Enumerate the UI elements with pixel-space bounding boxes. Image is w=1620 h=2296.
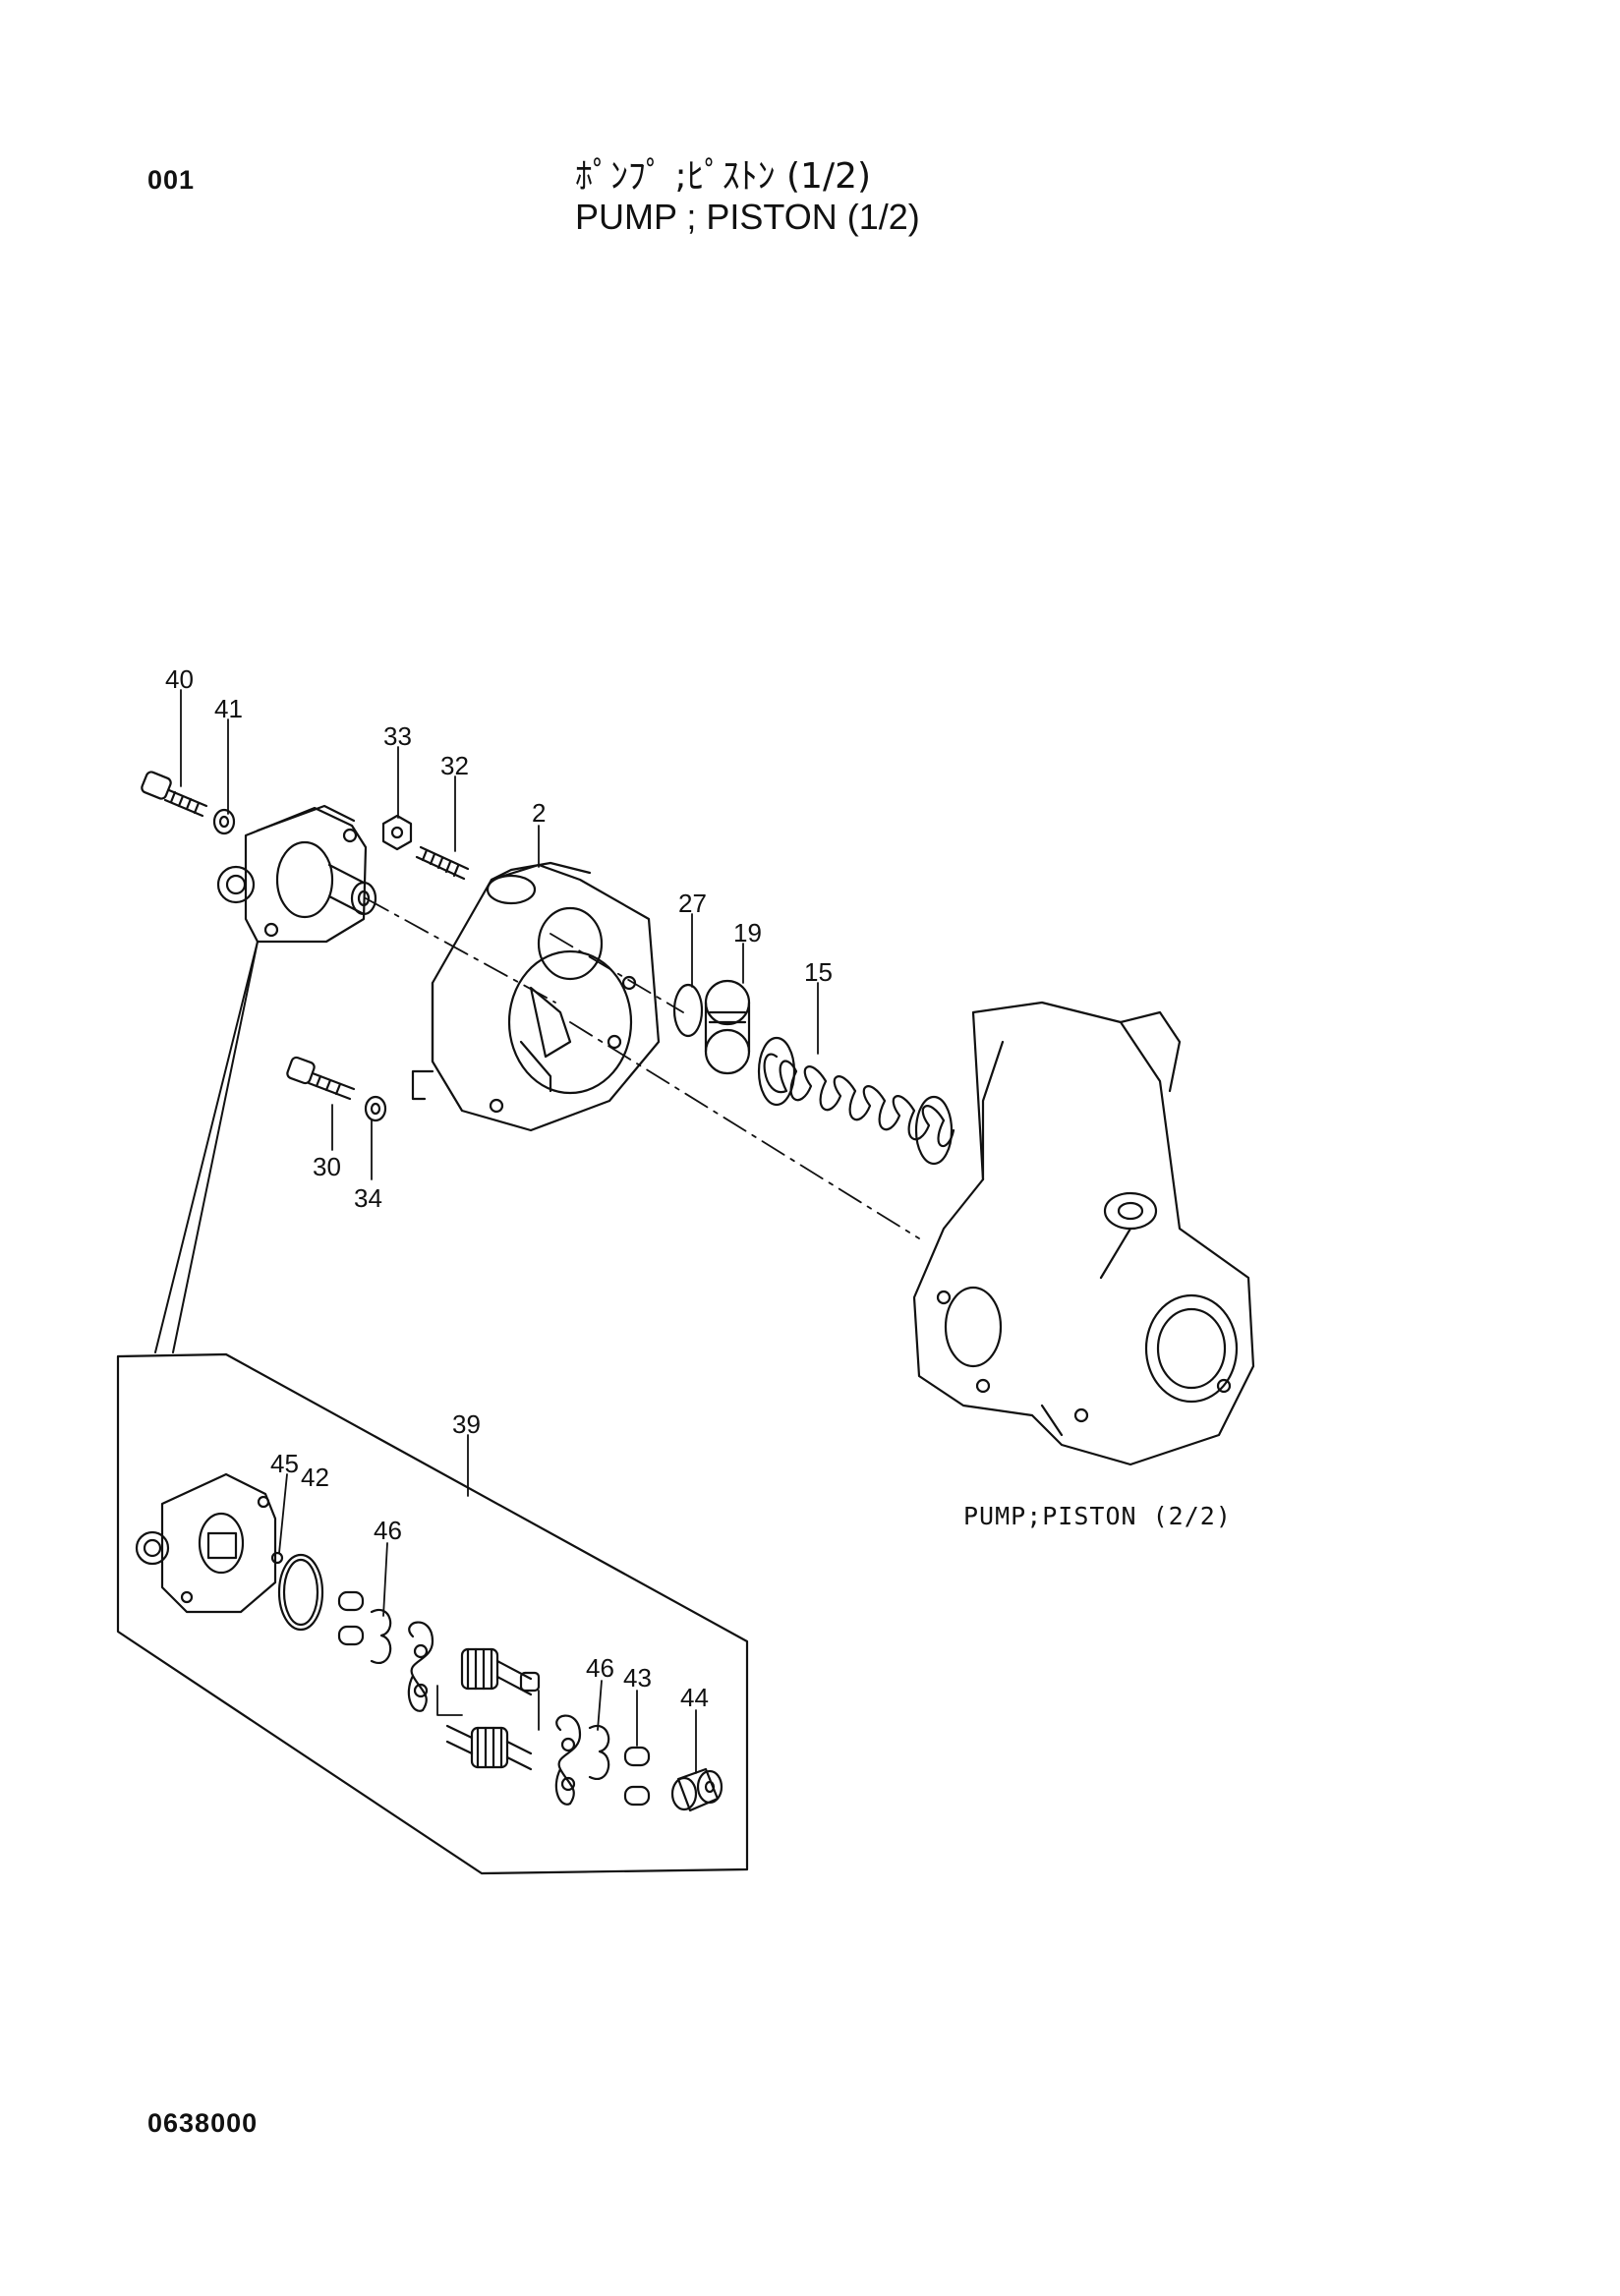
part-2-casing[interactable] <box>411 861 661 1132</box>
title-japanese: ﾎﾟﾝﾌﾟ ;ﾋﾟｽﾄﾝ (1/2) <box>575 156 872 197</box>
part-46-snap-ring-left[interactable] <box>370 1608 392 1664</box>
pump-body[interactable] <box>912 1001 1255 1466</box>
pump-piston-reference-label: PUMP;PISTON (2/2) <box>963 1502 1232 1530</box>
part-15-spring[interactable] <box>757 1036 955 1166</box>
callout-34: 34 <box>354 1183 382 1213</box>
gear-plate-left[interactable] <box>407 1621 434 1712</box>
part-43-bushings-right[interactable] <box>623 1746 651 1807</box>
callout-42: 42 <box>301 1463 329 1492</box>
title-english: PUMP ; PISTON (1/2) <box>575 197 920 237</box>
part-39-cover-assembly[interactable] <box>216 804 377 944</box>
gear-upper[interactable] <box>460 1647 541 1696</box>
callout-40: 40 <box>165 664 194 694</box>
part-30-bolt[interactable] <box>286 1056 356 1101</box>
callout-27: 27 <box>678 889 707 918</box>
callout-46-right: 46 <box>586 1653 614 1683</box>
callout-15: 15 <box>804 957 833 987</box>
callout-44: 44 <box>680 1683 709 1712</box>
part-45-pin[interactable] <box>270 1551 284 1565</box>
callout-19: 19 <box>733 918 762 947</box>
part-41-washer[interactable] <box>212 808 236 835</box>
part-40-bolt[interactable] <box>141 771 208 818</box>
part-19-piston[interactable] <box>704 979 751 1075</box>
callout-46-left: 46 <box>374 1516 402 1545</box>
detail-bracket-lines <box>154 941 259 1353</box>
assembly-39-box <box>116 1352 749 1875</box>
part-33-nut[interactable] <box>381 814 413 851</box>
callout-45: 45 <box>270 1449 299 1478</box>
callout-2: 2 <box>532 798 546 828</box>
gear-lower[interactable] <box>445 1724 533 1771</box>
callout-32: 32 <box>440 751 469 780</box>
gear-plate-right[interactable] <box>554 1714 582 1806</box>
box-cover-plate[interactable] <box>135 1472 277 1614</box>
part-44-cap[interactable] <box>670 1767 723 1812</box>
page-code: 001 <box>147 165 196 195</box>
box-hidden-lines <box>436 1685 540 1731</box>
callout-33: 33 <box>383 721 412 751</box>
assembly-center-lines <box>365 897 920 1239</box>
part-42-o-ring[interactable] <box>277 1553 324 1632</box>
drawing-number: 0638000 <box>147 2108 259 2138</box>
part-46-snap-ring-right[interactable] <box>588 1724 610 1780</box>
callout-41: 41 <box>214 694 243 723</box>
callout-43: 43 <box>623 1663 652 1693</box>
part-46-bushings-left[interactable] <box>337 1590 365 1646</box>
part-32-screw[interactable] <box>415 845 470 881</box>
part-27-o-ring[interactable] <box>672 983 704 1038</box>
callout-30: 30 <box>313 1152 341 1181</box>
part-34-washer[interactable] <box>364 1095 387 1122</box>
leader-lines <box>180 689 819 1774</box>
callout-39: 39 <box>452 1409 481 1439</box>
